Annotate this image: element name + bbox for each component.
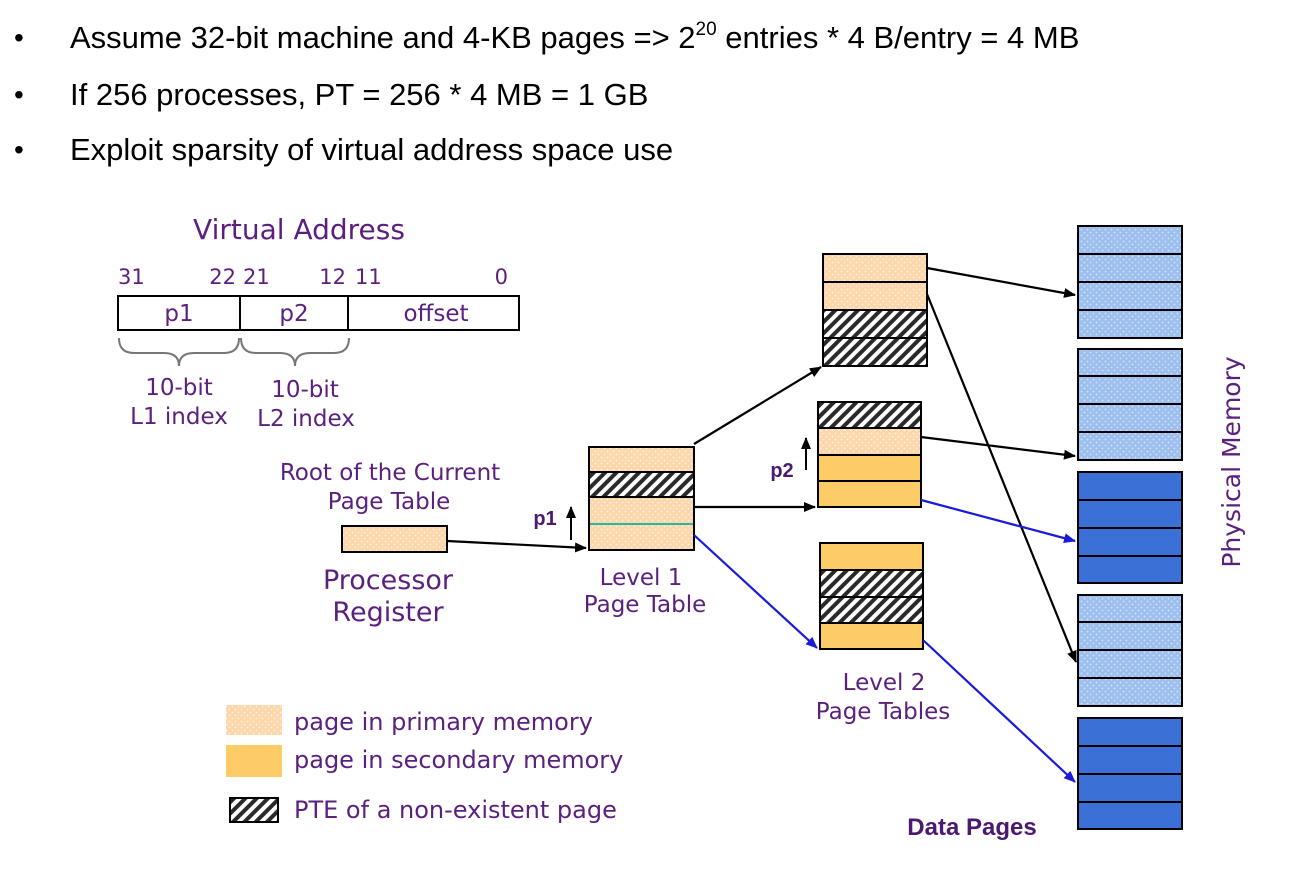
legend-label-primary: page in primary memory xyxy=(294,708,593,736)
p1-brace xyxy=(118,337,240,367)
level2-page-table-c xyxy=(819,542,924,650)
p2-index-label: p2 xyxy=(770,460,793,482)
p2-note-line1: 10-bit xyxy=(271,377,339,403)
physical-memory-page-1 xyxy=(1077,225,1183,339)
p1-index-label: p1 xyxy=(533,508,556,530)
bit-22-label: 22 xyxy=(209,265,236,289)
arrow-l2a-to-page1 xyxy=(926,266,1076,298)
virtual-address-title: Virtual Address xyxy=(193,213,405,246)
p2-note-line2: L2 index xyxy=(257,406,355,432)
processor-register-box xyxy=(341,525,448,553)
arrow-l2a-to-page4 xyxy=(925,293,1078,663)
register-label-line1: Processor xyxy=(323,565,454,596)
legend-swatch-nonexistent xyxy=(229,797,279,823)
level1-page-table xyxy=(588,446,695,551)
legend-swatch-secondary xyxy=(226,745,282,777)
p2-brace xyxy=(240,337,350,367)
level1-label-line2: Page Table xyxy=(584,592,706,618)
physical-memory-page-4 xyxy=(1077,594,1183,707)
legend-swatch-primary xyxy=(226,705,282,735)
bullet-1-superscript: 20 xyxy=(695,19,717,40)
level2-page-table-b xyxy=(817,401,922,508)
arrow-register-to-level1 xyxy=(446,539,587,553)
bullet-1-text-a: Assume 32-bit machine and 4-KB pages => … xyxy=(70,20,696,55)
physical-memory-page-2 xyxy=(1077,348,1183,461)
bit-11-label: 11 xyxy=(355,265,382,289)
arrow-level1-to-level2-a xyxy=(693,366,822,445)
bullet-marker: • xyxy=(14,22,24,53)
physical-memory-page-3 xyxy=(1077,471,1183,584)
bullet-marker: • xyxy=(14,134,24,165)
root-label-line2: Page Table xyxy=(328,489,450,515)
bullet-2-text: If 256 processes, PT = 256 * 4 MB = 1 GB xyxy=(70,77,649,112)
root-label-line1: Root of the Current xyxy=(280,460,500,486)
virtual-address-box xyxy=(117,295,520,331)
arrow-l2b-to-page2 xyxy=(920,435,1076,460)
level2-label-line2: Page Tables xyxy=(816,699,950,725)
bit-12-label: 12 xyxy=(319,265,346,289)
physical-memory-page-5 xyxy=(1077,717,1183,830)
bullet-marker: • xyxy=(14,79,24,110)
bit-31-label: 31 xyxy=(118,265,145,289)
register-label-line2: Register xyxy=(332,597,444,628)
bullet-1-text-b: entries * 4 B/entry = 4 MB xyxy=(716,20,1080,55)
p1-note-line1: 10-bit xyxy=(145,375,213,401)
level2-label-line1: Level 2 xyxy=(843,670,926,696)
arrow-l2c-to-page5 xyxy=(922,639,1076,783)
level2-page-table-a xyxy=(822,253,928,367)
legend-label-nonexistent: PTE of a non-existent page xyxy=(294,796,617,824)
p1-note-line2: L1 index xyxy=(130,404,228,430)
field-offset: offset xyxy=(403,301,468,327)
arrow-l2b-to-page3 xyxy=(920,498,1076,544)
field-p2: p2 xyxy=(279,301,308,327)
bullet-3-text: Exploit sparsity of virtual address spac… xyxy=(70,132,674,167)
bit-0-label: 0 xyxy=(495,265,508,289)
bit-21-label: 21 xyxy=(243,265,270,289)
level1-label-line1: Level 1 xyxy=(600,565,683,591)
data-pages-label: Data Pages xyxy=(907,814,1036,841)
physical-memory-label: Physical Memory xyxy=(1217,356,1246,568)
field-p1: p1 xyxy=(164,301,193,327)
arrow-level1-to-level2-c xyxy=(693,534,818,649)
legend-label-secondary: page in secondary memory xyxy=(294,746,623,774)
